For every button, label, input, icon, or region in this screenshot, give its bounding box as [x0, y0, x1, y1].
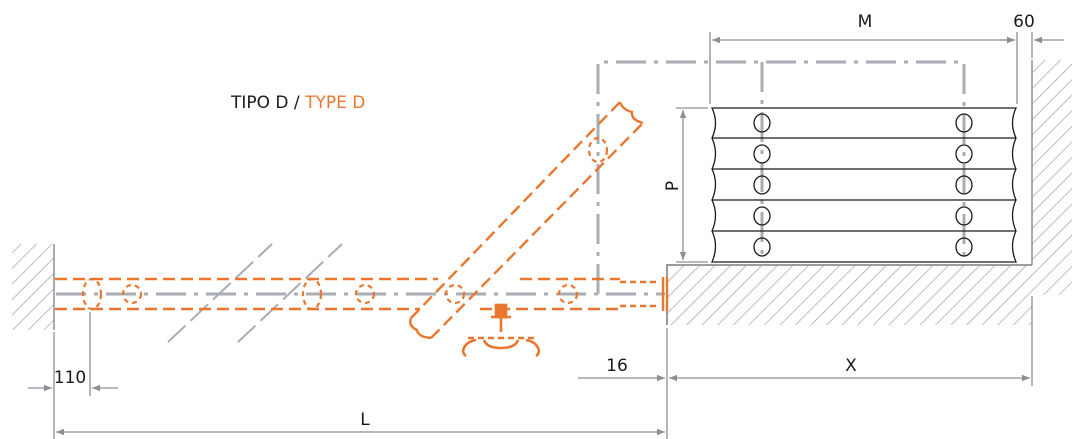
dimension-labels: M 60 P X L 110 16: [54, 12, 1035, 430]
pipe-centerlines: [56, 60, 966, 296]
dimension-lines: [28, 32, 1064, 439]
radiator: [710, 107, 1018, 263]
dim-offset-left-label: 110: [54, 368, 86, 388]
pipe-break-lines: [167, 243, 343, 343]
title-part-2: TYPE D: [304, 93, 365, 113]
radiator-outline: [710, 107, 1018, 263]
left-wall: [12, 244, 54, 330]
dim-gap-label: 60: [1013, 12, 1035, 32]
pipe-connector: [620, 277, 669, 311]
floor: [667, 265, 1032, 325]
orange-pipe-caps: [409, 101, 644, 340]
dim-m-label: M: [858, 12, 873, 32]
dim-l-label: L: [360, 410, 370, 430]
right-wall: [1032, 60, 1072, 295]
diagram-title: TIPO D / TYPE D: [230, 93, 365, 113]
dim-p-label: P: [663, 181, 683, 191]
orange-pipe: [55, 101, 644, 339]
dim-offset-16-label: 16: [606, 356, 628, 376]
dim-x-label: X: [845, 356, 857, 376]
radiator-connector-circles: [753, 113, 973, 257]
valve-icon: [462, 303, 540, 358]
wall-hatching: [12, 60, 1072, 330]
title-part-1: TIPO D /: [230, 93, 305, 113]
orange-joints: [81, 136, 609, 311]
